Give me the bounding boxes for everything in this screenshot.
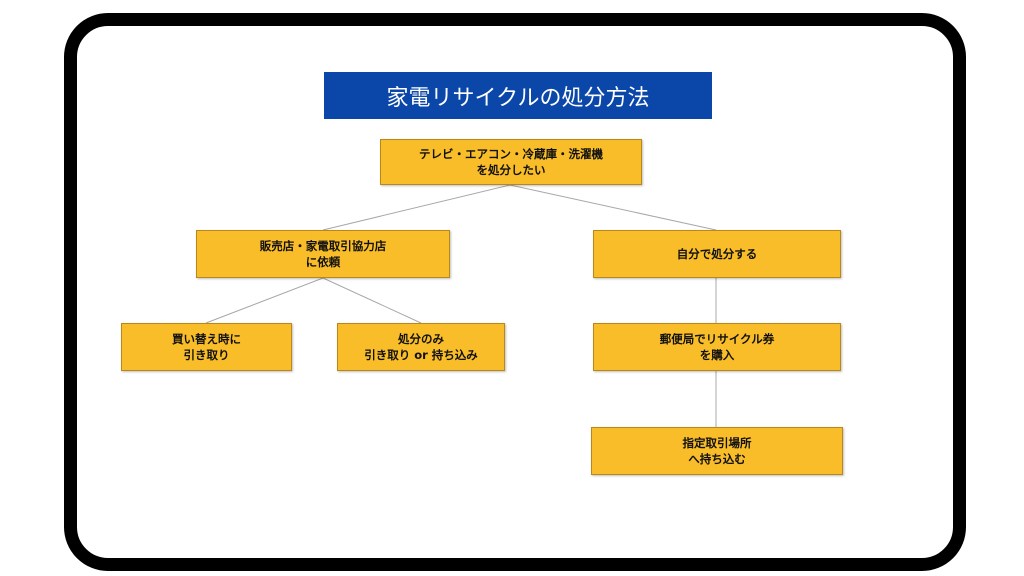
node-store: 販売店・家電取引協力店 に依頼 [196, 230, 450, 278]
node-designated-line2: へ持ち込む [688, 452, 746, 466]
node-disposal-only-line1: 処分のみ [398, 332, 444, 346]
node-root: テレビ・エアコン・冷蔵庫・洗濯機 を処分したい [380, 139, 642, 185]
node-replace-line2: 引き取り [183, 348, 230, 362]
node-disposal-only-line2: 引き取り or 持ち込み [364, 348, 478, 362]
node-root-line2: を処分したい [476, 163, 546, 177]
node-root-line1: テレビ・エアコン・冷蔵庫・洗濯機 [419, 147, 603, 161]
edge-store-disposal [322, 277, 422, 324]
edge-store-replace [205, 277, 324, 324]
node-store-line2: に依頼 [305, 255, 341, 269]
node-self: 自分で処分する [593, 230, 841, 278]
node-replace: 買い替え時に 引き取り [121, 323, 292, 371]
node-designated-line1: 指定取引場所 [682, 436, 752, 450]
node-store-line1: 販売店・家電取引協力店 [259, 239, 387, 253]
node-post-office-line2: を購入 [699, 348, 735, 362]
node-post-office-line1: 郵便局でリサイクル券 [659, 332, 775, 346]
node-replace-line1: 買い替え時に [172, 332, 241, 346]
page-title: 家電リサイクルの処分方法 [324, 72, 712, 119]
node-designated: 指定取引場所 へ持ち込む [591, 427, 843, 475]
edge-root-self [509, 184, 717, 231]
node-post-office: 郵便局でリサイクル券 を購入 [593, 323, 841, 371]
edge-root-store [322, 184, 511, 231]
node-disposal-only: 処分のみ 引き取り or 持ち込み [337, 323, 505, 371]
node-self-line1: 自分で処分する [676, 247, 758, 261]
